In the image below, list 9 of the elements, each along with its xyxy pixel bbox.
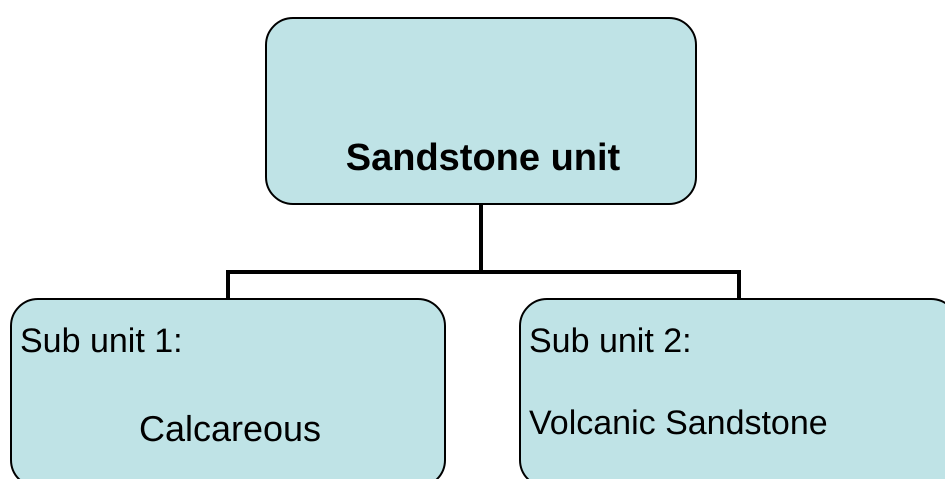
unit-label: Sandstone unit <box>344 137 622 180</box>
unit-box <box>10 298 446 479</box>
unit-label: Calcareous <box>138 408 322 450</box>
unit-label: Volcanic Sandstone <box>529 404 828 443</box>
unit-heading: Sub unit 2: <box>529 322 692 361</box>
unit-heading: Sub unit 1: <box>20 322 183 361</box>
unit-box <box>519 298 945 479</box>
connector-line <box>479 205 741 298</box>
unit-box <box>265 17 697 205</box>
